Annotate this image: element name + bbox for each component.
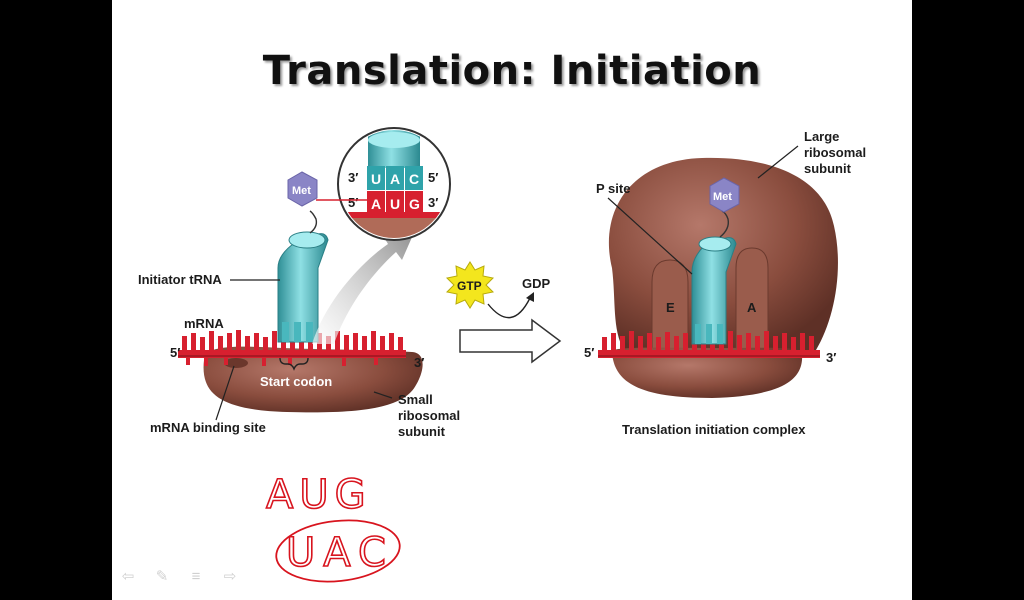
large-subunit-label-1: Large bbox=[804, 129, 839, 144]
inset-anticodon-2: A bbox=[390, 171, 400, 187]
mrna-binding-site bbox=[224, 358, 248, 368]
inset-3prime-bottom-right: 3′ bbox=[428, 195, 438, 210]
mrna-binding-site-label: mRNA binding site bbox=[150, 420, 266, 435]
process-arrow bbox=[459, 318, 562, 364]
start-codon-brace bbox=[279, 357, 309, 371]
start-codon-label: Start codon bbox=[260, 374, 332, 389]
a-site-label: A bbox=[747, 300, 757, 315]
mrna-3prime-right: 3′ bbox=[826, 350, 836, 365]
a-site bbox=[735, 247, 769, 351]
inset-codon-1: A bbox=[371, 196, 381, 212]
large-subunit-label-2: ribosomal bbox=[804, 145, 866, 160]
forward-arrow-icon[interactable]: ⇨ bbox=[223, 568, 237, 585]
mrna-3prime-left: 3′ bbox=[414, 355, 424, 370]
inset-codon-2: U bbox=[390, 196, 400, 212]
mrna-5prime-left: 5′ bbox=[170, 345, 180, 360]
gtp-label: GTP bbox=[457, 279, 482, 293]
p-site-label: P site bbox=[596, 181, 630, 196]
pen-icon[interactable]: ✎ bbox=[155, 568, 169, 585]
slide: Translation: Initiation bbox=[112, 0, 912, 600]
initiator-trna-right bbox=[691, 210, 737, 345]
inset-anticodon-3: C bbox=[409, 171, 419, 187]
inset-5prime-top-right: 5′ bbox=[428, 170, 438, 185]
back-arrow-icon[interactable]: ⇦ bbox=[121, 568, 135, 585]
gdp-label: GDP bbox=[522, 276, 551, 291]
complex-caption: Translation initiation complex bbox=[622, 422, 806, 437]
mrna-5prime-right: 5′ bbox=[584, 345, 594, 360]
initiator-trna bbox=[277, 210, 329, 343]
zoom-arrow bbox=[312, 228, 416, 344]
handwritten-anticodon: UAC bbox=[286, 530, 394, 576]
small-subunit-label-2: ribosomal bbox=[398, 408, 460, 423]
small-ribosomal-subunit bbox=[203, 346, 423, 413]
slide-title: Translation: Initiation bbox=[262, 48, 762, 94]
met-amino-acid-left bbox=[287, 171, 318, 207]
mrna-binding-site-pointer bbox=[215, 365, 235, 421]
small-subunit-label-1: Small bbox=[398, 392, 433, 407]
small-subunit-label-3: subunit bbox=[398, 424, 446, 439]
presentation-toolbar: ⇦ ✎ ≡ ⇨ bbox=[118, 567, 240, 586]
inset-codon-3: G bbox=[409, 196, 420, 212]
menu-icon[interactable]: ≡ bbox=[191, 567, 201, 585]
e-site bbox=[651, 259, 689, 351]
met-label-right: Met bbox=[713, 191, 732, 203]
p-site-pointer bbox=[607, 197, 693, 275]
gtp-gdp-arrowhead bbox=[526, 292, 534, 302]
handwritten-circle bbox=[275, 519, 401, 583]
inset-3prime-top-left: 3′ bbox=[348, 170, 358, 185]
large-subunit-label-3: subunit bbox=[804, 161, 852, 176]
large-subunit-pointer bbox=[757, 145, 799, 179]
initiator-trna-label: Initiator tRNA bbox=[138, 272, 222, 287]
small-subunit-right bbox=[612, 347, 803, 398]
gtp-gdp-curve-arrow bbox=[487, 297, 531, 319]
inset-anticodon-1: U bbox=[371, 171, 381, 187]
met-amino-acid-right bbox=[709, 177, 740, 213]
inset-5prime-bottom-left: 5′ bbox=[348, 195, 358, 210]
e-site-label: E bbox=[666, 300, 675, 315]
met-label-left: Met bbox=[292, 185, 311, 197]
translation-diagram: 5′ 3′ mRNA Start codon Met Initiator tRN… bbox=[138, 127, 866, 583]
gtp-burst bbox=[445, 261, 495, 309]
mrna-label: mRNA bbox=[184, 316, 224, 331]
handwritten-codon: AUG bbox=[266, 472, 372, 518]
small-subunit-pointer bbox=[373, 391, 393, 399]
mrna-strand-right bbox=[598, 330, 820, 358]
